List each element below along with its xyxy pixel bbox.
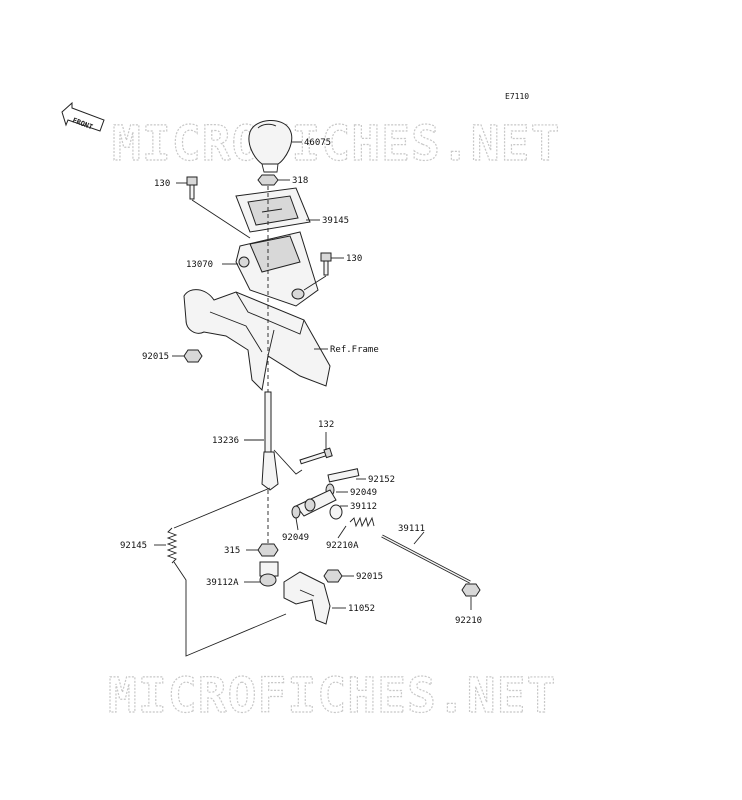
bracket-11052[interactable] — [283, 571, 331, 625]
label-130-right: 130 — [346, 254, 362, 264]
label-92015-upper: 92015 — [142, 352, 169, 362]
leader-92049-lower — [295, 517, 299, 531]
spring-92145[interactable] — [166, 527, 178, 564]
diagram-code: E7110 — [505, 92, 529, 101]
label-92145: 92145 — [120, 541, 147, 551]
label-92015-lower: 92015 — [356, 572, 383, 582]
leader-39111 — [413, 531, 425, 545]
nut-92015-upper[interactable] — [183, 349, 203, 363]
shift-gate-plate-39145[interactable] — [235, 187, 311, 233]
label-46075: 46075 — [304, 138, 331, 148]
label-318: 318 — [292, 176, 308, 186]
leader-92210A — [337, 525, 347, 539]
lever-arm-39112[interactable] — [295, 489, 343, 520]
label-39112A: 39112A — [206, 578, 239, 588]
bolt-130-left[interactable] — [186, 176, 198, 200]
label-92049-upper: 92049 — [350, 488, 377, 498]
watermark-top: MICROFICHES.NET — [112, 116, 560, 172]
label-39145: 39145 — [322, 216, 349, 226]
front-arrow-icon: FRONT — [61, 101, 105, 132]
label-92210A: 92210A — [326, 541, 359, 551]
label-13236: 13236 — [212, 436, 239, 446]
label-39111: 39111 — [398, 524, 425, 534]
nut-92015-lower[interactable] — [323, 569, 343, 583]
bolt-130-right[interactable] — [320, 252, 332, 276]
rod-39111[interactable] — [381, 534, 471, 584]
label-13070: 13070 — [186, 260, 213, 270]
nut-315[interactable] — [257, 543, 279, 557]
label-132: 132 — [318, 420, 334, 430]
label-11052: 11052 — [348, 604, 375, 614]
label-315: 315 — [224, 546, 240, 556]
label-ref-frame: Ref.Frame — [330, 345, 379, 355]
leader-130-left-to-bracket — [191, 199, 251, 239]
label-92049-lower: 92049 — [282, 533, 309, 543]
label-92210: 92210 — [455, 616, 482, 626]
label-39112: 39112 — [350, 502, 377, 512]
shift-bracket-13070[interactable] — [235, 231, 319, 307]
leader-130-right-to-bracket — [303, 275, 327, 291]
spring-92210A[interactable] — [349, 516, 375, 528]
shift-knob-46075[interactable] — [248, 120, 293, 173]
nut-318[interactable] — [257, 174, 279, 186]
shaft-92152[interactable] — [327, 468, 360, 483]
spring-link-lower — [173, 561, 287, 657]
frame-reference — [183, 289, 331, 392]
bolt-132[interactable] — [299, 447, 333, 465]
washer-92049-lower[interactable] — [291, 505, 301, 519]
watermark-bottom: MICROFICHES.NET — [108, 668, 556, 724]
shift-lever-13236[interactable] — [261, 391, 303, 491]
joint-39112A[interactable] — [259, 561, 279, 587]
label-130-left: 130 — [154, 179, 170, 189]
nut-92210[interactable] — [461, 583, 481, 597]
spring-link-upper — [173, 487, 271, 529]
label-92152: 92152 — [368, 475, 395, 485]
